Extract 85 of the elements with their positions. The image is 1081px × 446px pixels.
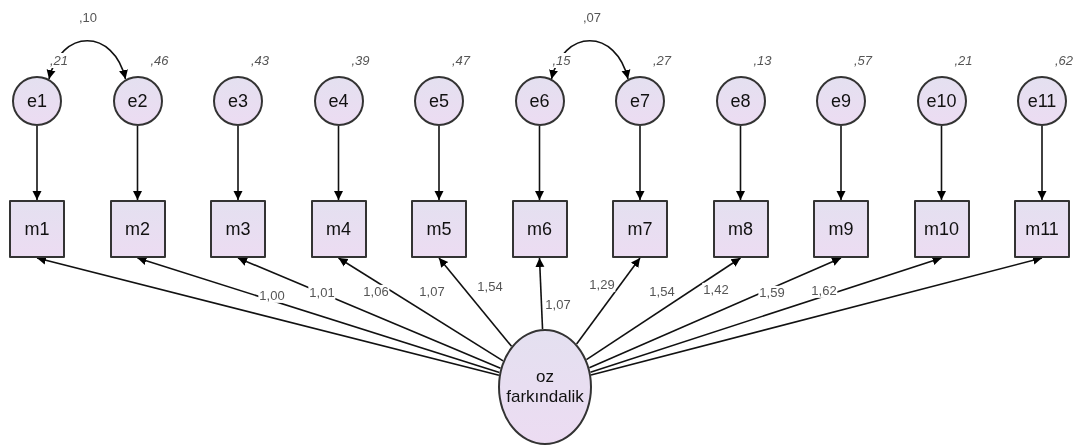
edge-label: 1,07 (418, 284, 446, 300)
error-circle (1017, 76, 1067, 126)
error-circle (313, 76, 364, 126)
variance-label: ,39 (350, 53, 371, 68)
error-circle (816, 76, 866, 126)
variance-label: ,15 (551, 53, 572, 68)
variance-label: ,57 (853, 53, 874, 68)
node-label: m4 (326, 218, 351, 240)
error-circle (615, 76, 665, 126)
node-label: e9 (831, 90, 851, 112)
variance-label: ,21 (953, 53, 974, 68)
path-arrow (575, 257, 641, 345)
edge-label: ,10 (77, 10, 99, 26)
variable-box (813, 200, 869, 258)
node-label: e4 (328, 90, 349, 112)
node-label: m2 (125, 218, 150, 240)
node-label: m9 (828, 218, 854, 240)
edge-label: 1,00 (258, 288, 286, 304)
edge-label: 1,54 (476, 279, 504, 295)
node-label: m3 (225, 218, 251, 240)
variance-label: ,46 (149, 53, 170, 68)
node-label: m8 (728, 218, 753, 240)
edge-label: 1,42 (702, 282, 730, 298)
path-arrow (133, 125, 142, 201)
edge-label: 1,06 (362, 284, 390, 300)
node-label: e1 (27, 90, 47, 112)
variance-label: ,43 (250, 53, 271, 68)
node-label: m1 (24, 218, 50, 240)
edge-label: 1,62 (810, 283, 838, 299)
node-label: m11 (1025, 218, 1059, 240)
variable-box (1014, 200, 1070, 258)
node-label: e5 (429, 90, 449, 112)
edge-label: 1,54 (648, 284, 676, 300)
covariance-arrow (550, 39, 630, 80)
variable-box (109, 200, 166, 258)
variable-box (9, 200, 65, 258)
variable-box (210, 200, 266, 258)
variable-box (411, 200, 467, 258)
node-label: e11 (1027, 90, 1057, 112)
variable-box (712, 200, 769, 258)
variable-box (612, 200, 668, 258)
variance-label: ,13 (752, 53, 773, 68)
error-circle (12, 76, 62, 126)
node-label: m5 (426, 218, 452, 240)
variable-box (913, 200, 970, 258)
path-arrow (1037, 125, 1047, 201)
variance-label: ,62 (1054, 53, 1075, 68)
variance-label: ,27 (652, 53, 673, 68)
path-arrow (233, 125, 243, 201)
node-label: e7 (630, 90, 650, 112)
path-arrow (535, 125, 544, 201)
path-arrow (836, 125, 846, 201)
node-label: e3 (228, 90, 248, 112)
node-label: m7 (627, 218, 653, 240)
error-circle (916, 76, 967, 126)
edge-label: 1,29 (588, 277, 616, 293)
error-circle (514, 76, 565, 126)
node-label: e2 (127, 90, 148, 112)
error-circle (112, 76, 163, 126)
edge-label: ,07 (581, 10, 603, 26)
path-arrow (535, 257, 545, 330)
latent-ellipse (498, 329, 592, 445)
edge-label: 1,59 (758, 285, 786, 301)
node-label: e10 (926, 90, 957, 112)
path-arrow (334, 125, 343, 201)
node-label: e8 (730, 90, 751, 112)
variance-label: ,21 (49, 53, 70, 68)
covariance-arrow (47, 39, 127, 80)
edge-label: 1,01 (308, 285, 336, 301)
edge-label: 1,07 (544, 297, 572, 313)
variance-label: ,47 (451, 53, 472, 68)
node-label: m10 (924, 218, 959, 240)
variable-box (511, 200, 568, 258)
path-arrow (635, 125, 645, 201)
error-circle (414, 76, 464, 126)
path-arrow (434, 125, 444, 201)
path-arrow (736, 125, 745, 201)
error-circle (213, 76, 263, 126)
node-label: oz farkındalik (505, 367, 585, 407)
node-label: e6 (529, 90, 550, 112)
node-label: m6 (527, 218, 552, 240)
path-arrow (937, 125, 946, 201)
error-circle (715, 76, 766, 126)
path-arrow (32, 125, 42, 201)
variable-box (310, 200, 367, 258)
